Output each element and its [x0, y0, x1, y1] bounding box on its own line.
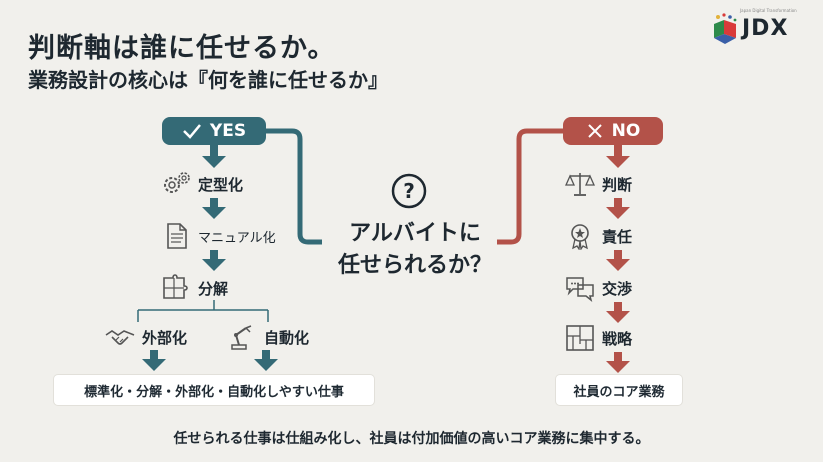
page-title: 判断軸は誰に任せるか。 — [28, 33, 336, 64]
speech-bubbles-icon — [566, 277, 594, 302]
yes-arrow-2 — [202, 198, 226, 219]
footer-summary: 任せられる仕事は仕組み化し、社員は付加価値の高いコア業務に集中する。 — [173, 431, 650, 447]
automate-label: 自動化 — [264, 328, 310, 347]
no-result-box: 社員のコア業務 — [556, 375, 682, 405]
logo-tagline: Japan Digital Transformation — [740, 8, 797, 13]
no-arrow-1 — [606, 145, 630, 168]
no-step-strategy: 戦略 — [564, 324, 632, 352]
no-label-pill: NO — [563, 117, 663, 145]
no-step-4-label: 戦略 — [602, 329, 633, 348]
central-question: アルバイトに 任せられるか？ — [305, 218, 525, 282]
question-circle-icon: ? — [391, 173, 427, 209]
no-step-negotiation: 交渉 — [564, 274, 632, 302]
yes-step-standardize: 定型化 — [160, 170, 243, 198]
yes-split-arrow-right — [254, 350, 278, 371]
yes-step-2-label: マニュアル化 — [198, 230, 276, 246]
question-line-2: 任せられるか？ — [337, 253, 492, 278]
svg-text:?: ? — [403, 179, 415, 203]
floorplan-icon — [566, 325, 594, 351]
yes-split-outsource: 外部化 — [104, 323, 187, 351]
yes-arrow-1 — [202, 145, 226, 168]
yes-split-automate: 自動化 — [226, 323, 309, 351]
yes-label-pill: YES — [162, 117, 266, 145]
page-subtitle: 業務設計の核心は『何を誰に任せるか』 — [28, 68, 388, 92]
yes-connector-line — [266, 128, 322, 245]
no-step-1-label: 判断 — [602, 175, 633, 194]
no-arrow-4 — [606, 302, 630, 323]
no-step-responsibility: 責任 — [564, 222, 632, 250]
yes-step-3-label: 分解 — [198, 279, 229, 298]
robot-arm-icon — [231, 325, 252, 350]
puzzle-icon — [163, 274, 188, 299]
no-step-judgment: 判断 — [564, 170, 632, 198]
no-step-3-label: 交渉 — [602, 279, 633, 298]
yes-step-decompose: 分解 — [160, 274, 228, 302]
yes-label: YES — [209, 121, 247, 141]
yes-split-tree — [137, 300, 269, 322]
no-step-2-label: 責任 — [602, 227, 633, 246]
jdx-logo-mark-icon — [714, 13, 737, 44]
yes-step-1-label: 定型化 — [198, 175, 244, 194]
no-connector-line — [497, 128, 563, 245]
document-icon — [167, 223, 187, 249]
scales-icon — [564, 173, 596, 196]
logo-text: JDX — [742, 16, 789, 41]
award-icon — [571, 224, 589, 250]
yes-result-box: 標準化・分解・外部化・自動化しやすい仕事 — [54, 375, 374, 405]
check-icon — [183, 124, 201, 139]
no-arrow-5 — [606, 352, 630, 373]
no-label: NO — [611, 121, 641, 141]
handshake-icon — [105, 330, 135, 345]
jdx-logo: Japan Digital Transformation JDX — [712, 8, 812, 48]
question-line-1: アルバイトに — [349, 221, 481, 246]
cross-icon — [587, 124, 602, 138]
no-arrow-3 — [606, 250, 630, 271]
yes-step-manualize: マニュアル化 — [160, 222, 276, 250]
no-arrow-2 — [606, 198, 630, 219]
yes-arrow-3 — [202, 250, 226, 271]
outsource-label: 外部化 — [142, 328, 188, 347]
yes-split-arrow-left — [142, 350, 166, 371]
gears-icon — [164, 172, 190, 193]
